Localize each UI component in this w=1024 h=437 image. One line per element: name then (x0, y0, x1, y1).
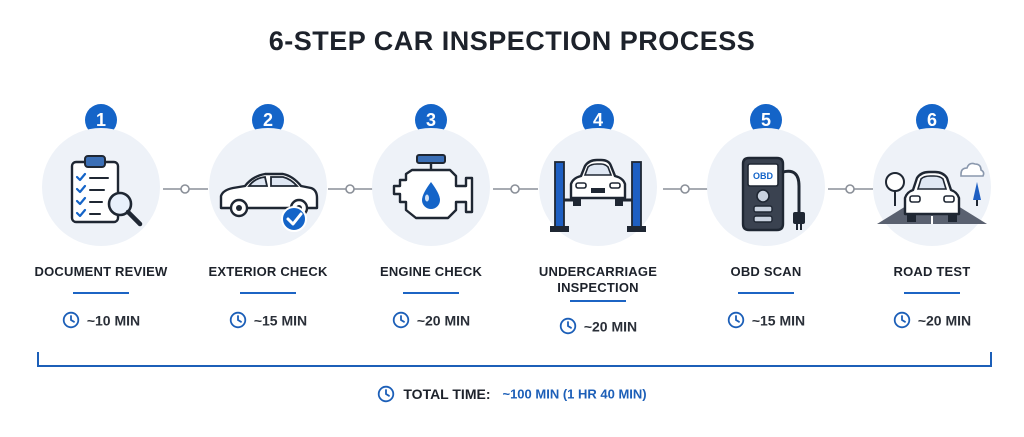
clock-icon (378, 386, 395, 403)
total-time-label: TOTAL TIME: (403, 386, 491, 403)
car-road-icon (877, 162, 987, 224)
step-time: ~20 MIN (518, 316, 678, 335)
clock-icon (229, 312, 247, 329)
clock-icon (559, 318, 577, 335)
step-underline (738, 292, 794, 294)
car-lift-icon (550, 158, 646, 232)
step-time-text: ~15 MIN (253, 312, 308, 329)
step-icon-circle (209, 128, 327, 246)
total-bracket (37, 352, 992, 367)
step-underline (403, 292, 459, 294)
step-underline (904, 292, 960, 294)
step-time-text: ~20 MIN (583, 318, 638, 335)
step-underline (240, 292, 296, 294)
step-icon-circle (539, 128, 657, 246)
step-icon-circle (873, 128, 991, 246)
step-icon-circle (42, 128, 160, 246)
step-time: ~15 MIN (686, 310, 846, 329)
step-label: EXTERIOR CHECK (208, 264, 328, 279)
page-title: 6-STEP CAR INSPECTION PROCESS (268, 26, 756, 56)
step-time-text: ~20 MIN (416, 312, 471, 329)
step-label: ENGINE CHECK (379, 264, 483, 279)
step-time-text: ~15 MIN (751, 312, 806, 329)
obd-device-text: OBD (753, 171, 774, 181)
step-icon-circle (372, 128, 490, 246)
clipboard-magnifier-icon (70, 155, 143, 227)
clock-icon (893, 312, 911, 329)
clock-icon (727, 312, 745, 329)
step-label: DOCUMENT REVIEW (34, 264, 168, 279)
step-underline (570, 300, 626, 302)
step-time: ~20 MIN (351, 310, 511, 329)
obd-scanner-icon: OBD (741, 156, 805, 232)
clock-icon (392, 312, 410, 329)
step-time-text: ~10 MIN (86, 312, 141, 329)
step-label: ROAD TEST (893, 264, 971, 279)
step-time-text: ~20 MIN (917, 312, 972, 329)
clock-icon (62, 312, 80, 329)
step-underline (73, 292, 129, 294)
car-check-icon (219, 172, 319, 232)
step-time: ~20 MIN (852, 310, 1012, 329)
step-time: ~15 MIN (188, 310, 348, 329)
total-time-value: ~100 MIN (1 HR 40 MIN) (502, 386, 647, 402)
total-time: TOTAL TIME: ~100 MIN (1 HR 40 MIN) (0, 383, 1024, 404)
engine-oil-icon (392, 154, 474, 220)
step-icon-circle: OBD (707, 128, 825, 246)
step-time: ~10 MIN (21, 310, 181, 329)
step-label: OBD SCAN (730, 264, 802, 279)
step-label: UNDERCARRIAGE INSPECTION (538, 264, 658, 295)
